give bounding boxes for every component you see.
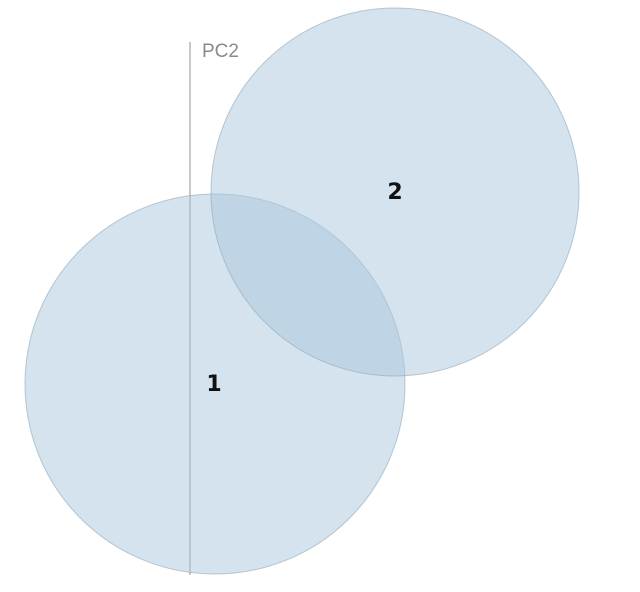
circle-1-label: 1	[206, 372, 221, 397]
circle-2-label: 2	[387, 180, 402, 205]
pc2-axis-label: PC2	[202, 41, 239, 62]
circle-2[interactable]	[210, 7, 580, 377]
